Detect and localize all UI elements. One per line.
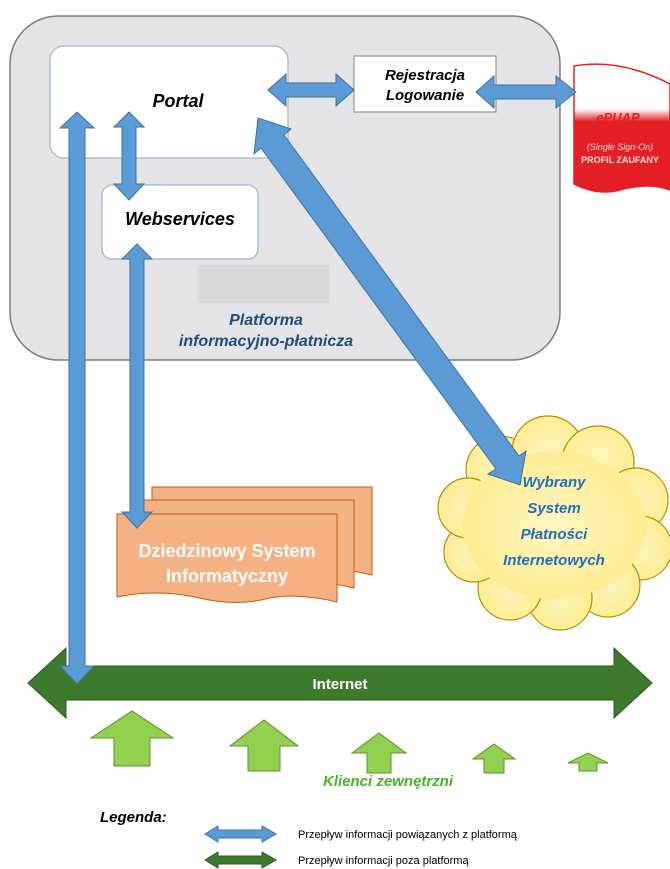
webservices-domain-arrow	[120, 243, 154, 529]
legend-title: Legenda:	[100, 809, 167, 826]
domain-system-line1: Dziedzinowy System	[138, 541, 315, 561]
client-arrow-1	[89, 710, 175, 767]
legend-blue-label: Przepływ informacji powiązanych z platfo…	[298, 829, 518, 841]
internet-label: Internet	[312, 676, 367, 693]
domain-system-line2: Informatyczny	[166, 566, 288, 586]
client-arrow-5	[567, 752, 609, 772]
payment-line3: Płatności	[521, 526, 589, 543]
platform-placeholder-box	[197, 265, 330, 303]
legend-blue-arrow	[204, 825, 278, 843]
payment-line1: Wybrany	[522, 474, 586, 491]
epuap-title: ePUAP	[596, 110, 640, 125]
platform-label-line1: Platforma	[229, 312, 303, 329]
payment-line4: Internetowych	[503, 552, 605, 569]
portal-label: Portal	[152, 91, 204, 111]
epuap-document-shape	[573, 63, 670, 193]
registration-label-line1: Rejestracja	[385, 67, 465, 84]
client-arrow-4	[471, 743, 517, 774]
portal-box	[49, 45, 289, 159]
legend-green-label: Przepływ informacji poza platformą	[298, 855, 469, 867]
domain-system-stack	[116, 486, 373, 604]
clients-label: Klienci zewnętrzni	[323, 773, 454, 790]
payment-cloud-body	[462, 451, 646, 599]
internet-arrow	[27, 646, 653, 720]
portal-webservices-arrow	[112, 111, 146, 201]
portal-internet-arrow	[58, 111, 96, 685]
client-arrow-3	[350, 732, 408, 774]
client-arrow-2	[228, 719, 300, 772]
webservices-box	[101, 184, 259, 260]
webservices-label: Webservices	[125, 209, 235, 229]
portal-payment-arrow	[253, 117, 527, 486]
registration-label-line2: Logowanie	[386, 87, 464, 104]
registration-box	[353, 55, 497, 113]
portal-registration-arrow	[267, 72, 355, 108]
payment-line2: System	[527, 500, 580, 517]
platform-label-line2: informacyjno-płatnicza	[179, 333, 353, 350]
legend-green-arrow	[204, 851, 278, 869]
epuap-line2: PROFIL ZAUFANY	[581, 155, 659, 165]
epuap-line1: (Single Sign-On)	[587, 142, 654, 152]
registration-epuap-arrow	[475, 74, 577, 110]
